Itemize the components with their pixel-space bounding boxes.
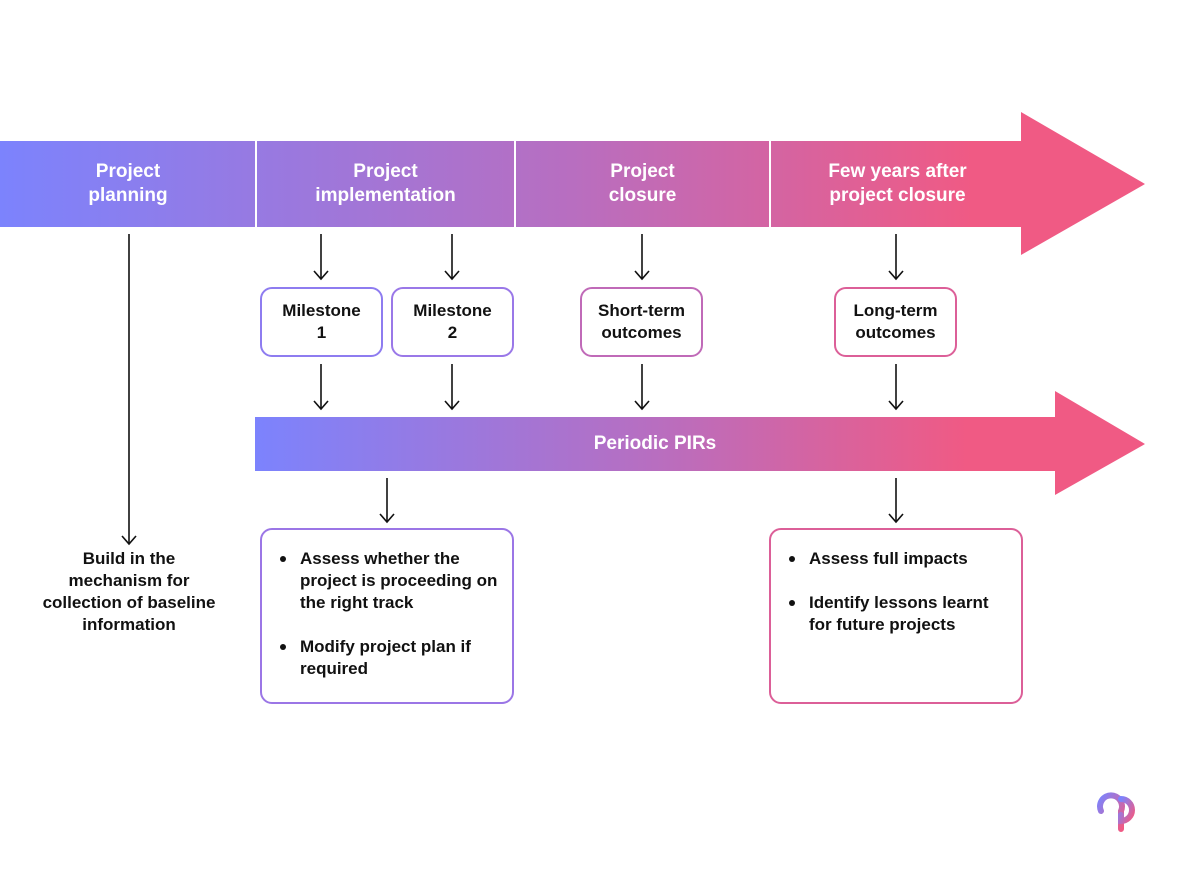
baseline-note: Build in the mechanism for collection of… xyxy=(42,549,216,634)
long-term-outcomes-box: Long-term outcomes xyxy=(834,287,957,357)
implementation-actions-list: Assess whether the project is proceeding… xyxy=(280,548,498,680)
arrow-down-icon xyxy=(444,364,460,411)
list-item: Assess full impacts xyxy=(789,548,1007,570)
phase-project-planning: Project planning xyxy=(88,161,168,206)
arrow-down-icon xyxy=(444,234,460,281)
arrow-down-icon xyxy=(888,234,904,281)
short-term-outcomes-box: Short-term outcomes xyxy=(580,287,703,357)
list-item: Assess whether the project is proceeding… xyxy=(280,549,498,612)
arrow-down-icon xyxy=(888,364,904,411)
arrow-down-icon xyxy=(121,234,137,546)
brand-logo-icon xyxy=(1097,792,1135,832)
phase-timeline-arrow xyxy=(0,112,1145,255)
implementation-actions-box: Assess whether the project is proceeding… xyxy=(260,528,514,704)
phase-project-closure: Project closure xyxy=(608,161,677,206)
arrow-down-icon xyxy=(379,478,395,524)
list-item: Identify lessons learnt for future proje… xyxy=(789,592,1007,636)
milestone-1-box: Milestone 1 xyxy=(260,287,383,357)
periodic-pirs-label: Periodic PIRs xyxy=(593,433,717,454)
arrow-down-icon xyxy=(313,234,329,281)
connector-arrows xyxy=(121,234,904,546)
post-closure-actions-box: Assess full impacts Identify lessons lea… xyxy=(769,528,1023,704)
periodic-pirs-arrow xyxy=(255,391,1145,495)
milestone-2-box: Milestone 2 xyxy=(391,287,514,357)
arrow-down-icon xyxy=(313,364,329,411)
arrow-down-icon xyxy=(634,364,650,411)
post-closure-actions-list: Assess full impacts Identify lessons lea… xyxy=(789,548,1007,636)
phase-project-implementation: Project implementation xyxy=(315,161,456,206)
arrow-down-icon xyxy=(634,234,650,281)
list-item: Modify project plan if required xyxy=(280,636,498,680)
arrow-down-icon xyxy=(888,478,904,524)
phase-after-closure: Few years after project closure xyxy=(828,161,967,206)
